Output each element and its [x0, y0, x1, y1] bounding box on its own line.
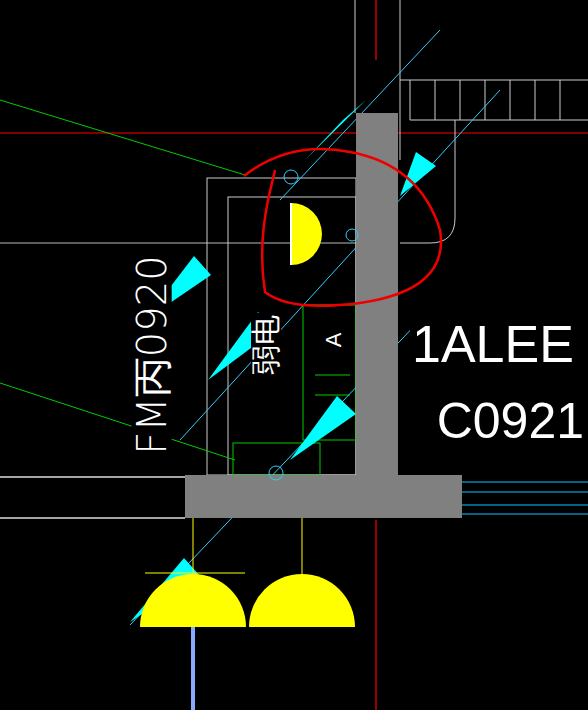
panel-label: 1ALEE [410, 318, 576, 370]
room-name: 弱电 [251, 313, 281, 377]
window-code: C0921 [435, 396, 586, 446]
axis-mark: A [323, 331, 345, 350]
room-code: FM丙0920 [132, 253, 172, 456]
